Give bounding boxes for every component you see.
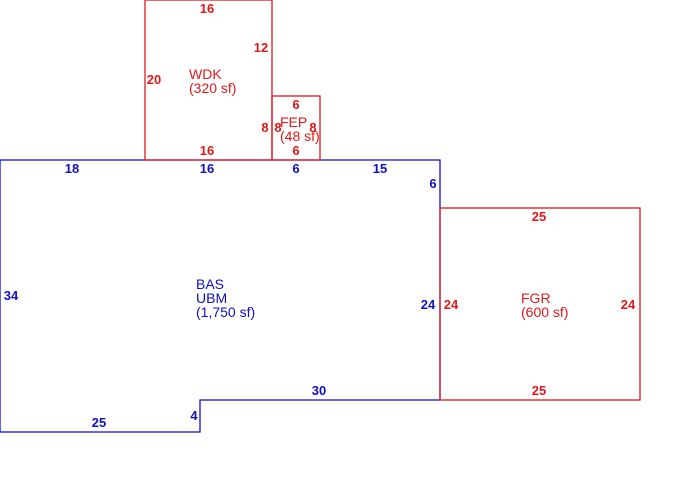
bas-label: BAS [196,276,224,292]
bas-dimension: 4 [190,408,198,423]
wdk-outline [144,0,273,161]
wdk-dimension: 16 [200,1,214,16]
fgr-outline [439,207,641,401]
fep-dimension: 6 [292,97,299,112]
wdk-label: WDK [189,66,222,82]
fep-dimension: 8 [309,120,316,135]
fep-dimension: 6 [292,143,299,158]
fgr-dimension: 24 [621,297,636,312]
bas-dimension: 6 [292,161,299,176]
fep-label: FEP [280,114,307,130]
area-wdk: 16 12 20 16 WDK (320 sf) [144,0,273,161]
bas-dimension: 18 [65,161,79,176]
bas-dimension: 30 [312,383,326,398]
bas-dimension: 24 [421,297,436,312]
fep-label: (48 sf) [280,128,320,144]
bas-dimension: 25 [92,415,106,430]
fep-dimension: 8 [261,120,268,135]
wdk-label: (320 sf) [189,80,236,96]
area-bas: 18 16 6 15 6 24 30 4 25 34 BAS UBM (1,75… [0,159,441,433]
fep-dimension: 8 [274,120,281,135]
fgr-dimension: 25 [532,209,546,224]
bas-dimension: 6 [429,176,436,191]
bas-label: UBM [196,290,227,306]
fgr-dimension: 24 [444,297,459,312]
wdk-dimension: 12 [254,40,268,55]
bas-dimension: 34 [4,288,19,303]
fep-outline [271,95,321,161]
fgr-dimension: 25 [532,383,546,398]
fgr-label: FGR [521,290,551,306]
bas-outline [0,159,441,433]
area-fgr: 25 24 24 25 FGR (600 sf) [439,207,641,401]
wdk-dimension: 20 [147,72,161,87]
fgr-label: (600 sf) [521,304,568,320]
bas-dimension: 16 [200,161,214,176]
area-fep: 6 8 8 8 6 FEP (48 sf) [261,95,321,161]
bas-dimension: 15 [373,161,387,176]
bas-label: (1,750 sf) [196,304,255,320]
wdk-dimension: 16 [200,143,214,158]
